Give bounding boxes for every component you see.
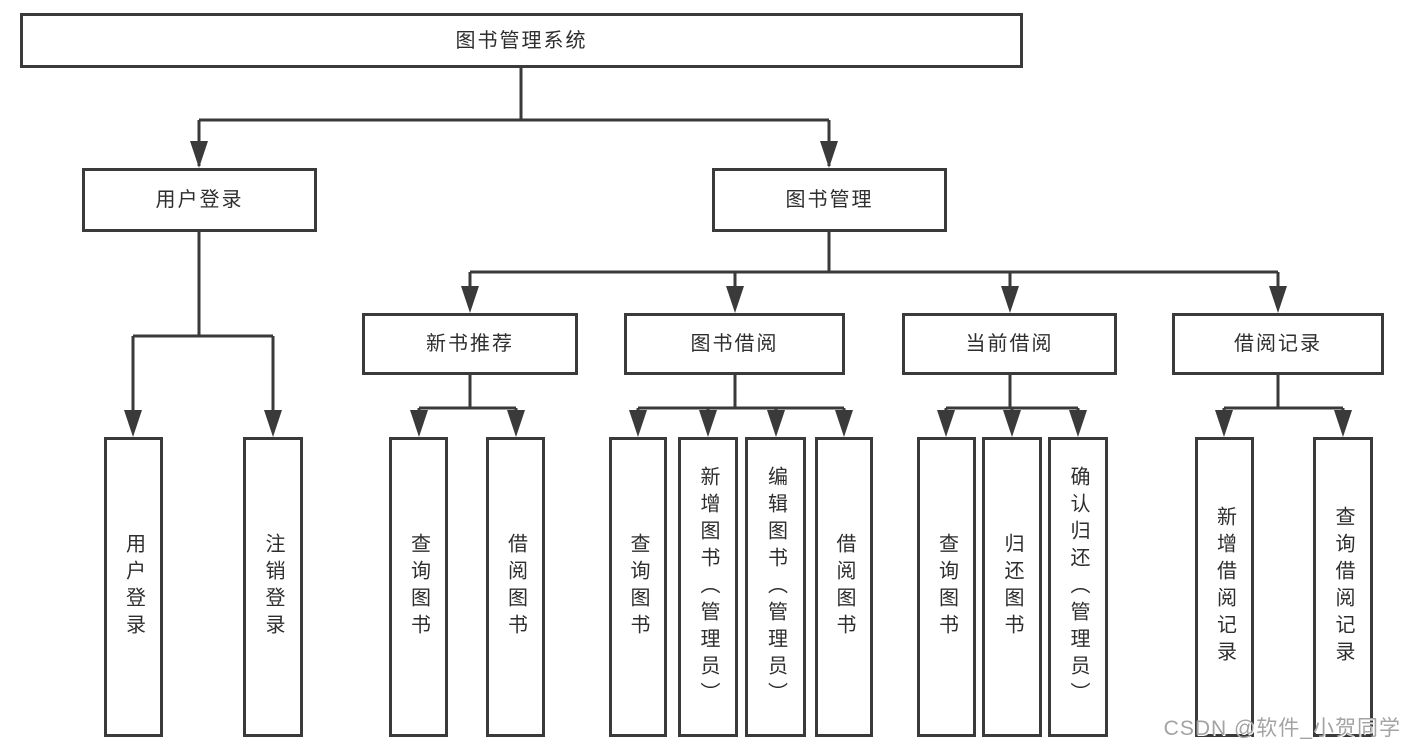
leaf-borrow-books: 借阅图书 (486, 437, 545, 737)
node-user-login: 用户登录 (82, 168, 317, 232)
leaf-user-login: 用户登录 (104, 437, 163, 737)
node-book-management: 图书管理 (712, 168, 947, 232)
leaf-edit-books-admin: 编辑图书（管理员） (745, 437, 806, 737)
leaf-confirm-return-admin: 确认归还（管理员） (1048, 437, 1108, 737)
leaf-query-borrow-record: 查询借阅记录 (1313, 437, 1373, 737)
node-book-borrowing: 图书借阅 (624, 313, 845, 375)
leaf-return-books: 归还图书 (982, 437, 1042, 737)
node-borrowing-records: 借阅记录 (1172, 313, 1384, 375)
leaf-add-books-admin: 新增图书（管理员） (678, 437, 738, 737)
node-current-borrowing: 当前借阅 (902, 313, 1117, 375)
node-library-management-system: 图书管理系统 (20, 13, 1023, 68)
leaf-borrow-books: 借阅图书 (815, 437, 873, 737)
connector-paths (131, 68, 1345, 432)
leaf-query-books: 查询图书 (609, 437, 667, 737)
leaf-query-books: 查询图书 (389, 437, 448, 737)
leaf-query-books: 查询图书 (917, 437, 976, 737)
leaf-logout: 注销登录 (243, 437, 303, 737)
node-new-book-recommend: 新书推荐 (362, 313, 578, 375)
csdn-watermark: CSDN @软件_小贺同学 (1163, 717, 1401, 740)
leaf-add-borrow-record: 新增借阅记录 (1195, 437, 1254, 737)
